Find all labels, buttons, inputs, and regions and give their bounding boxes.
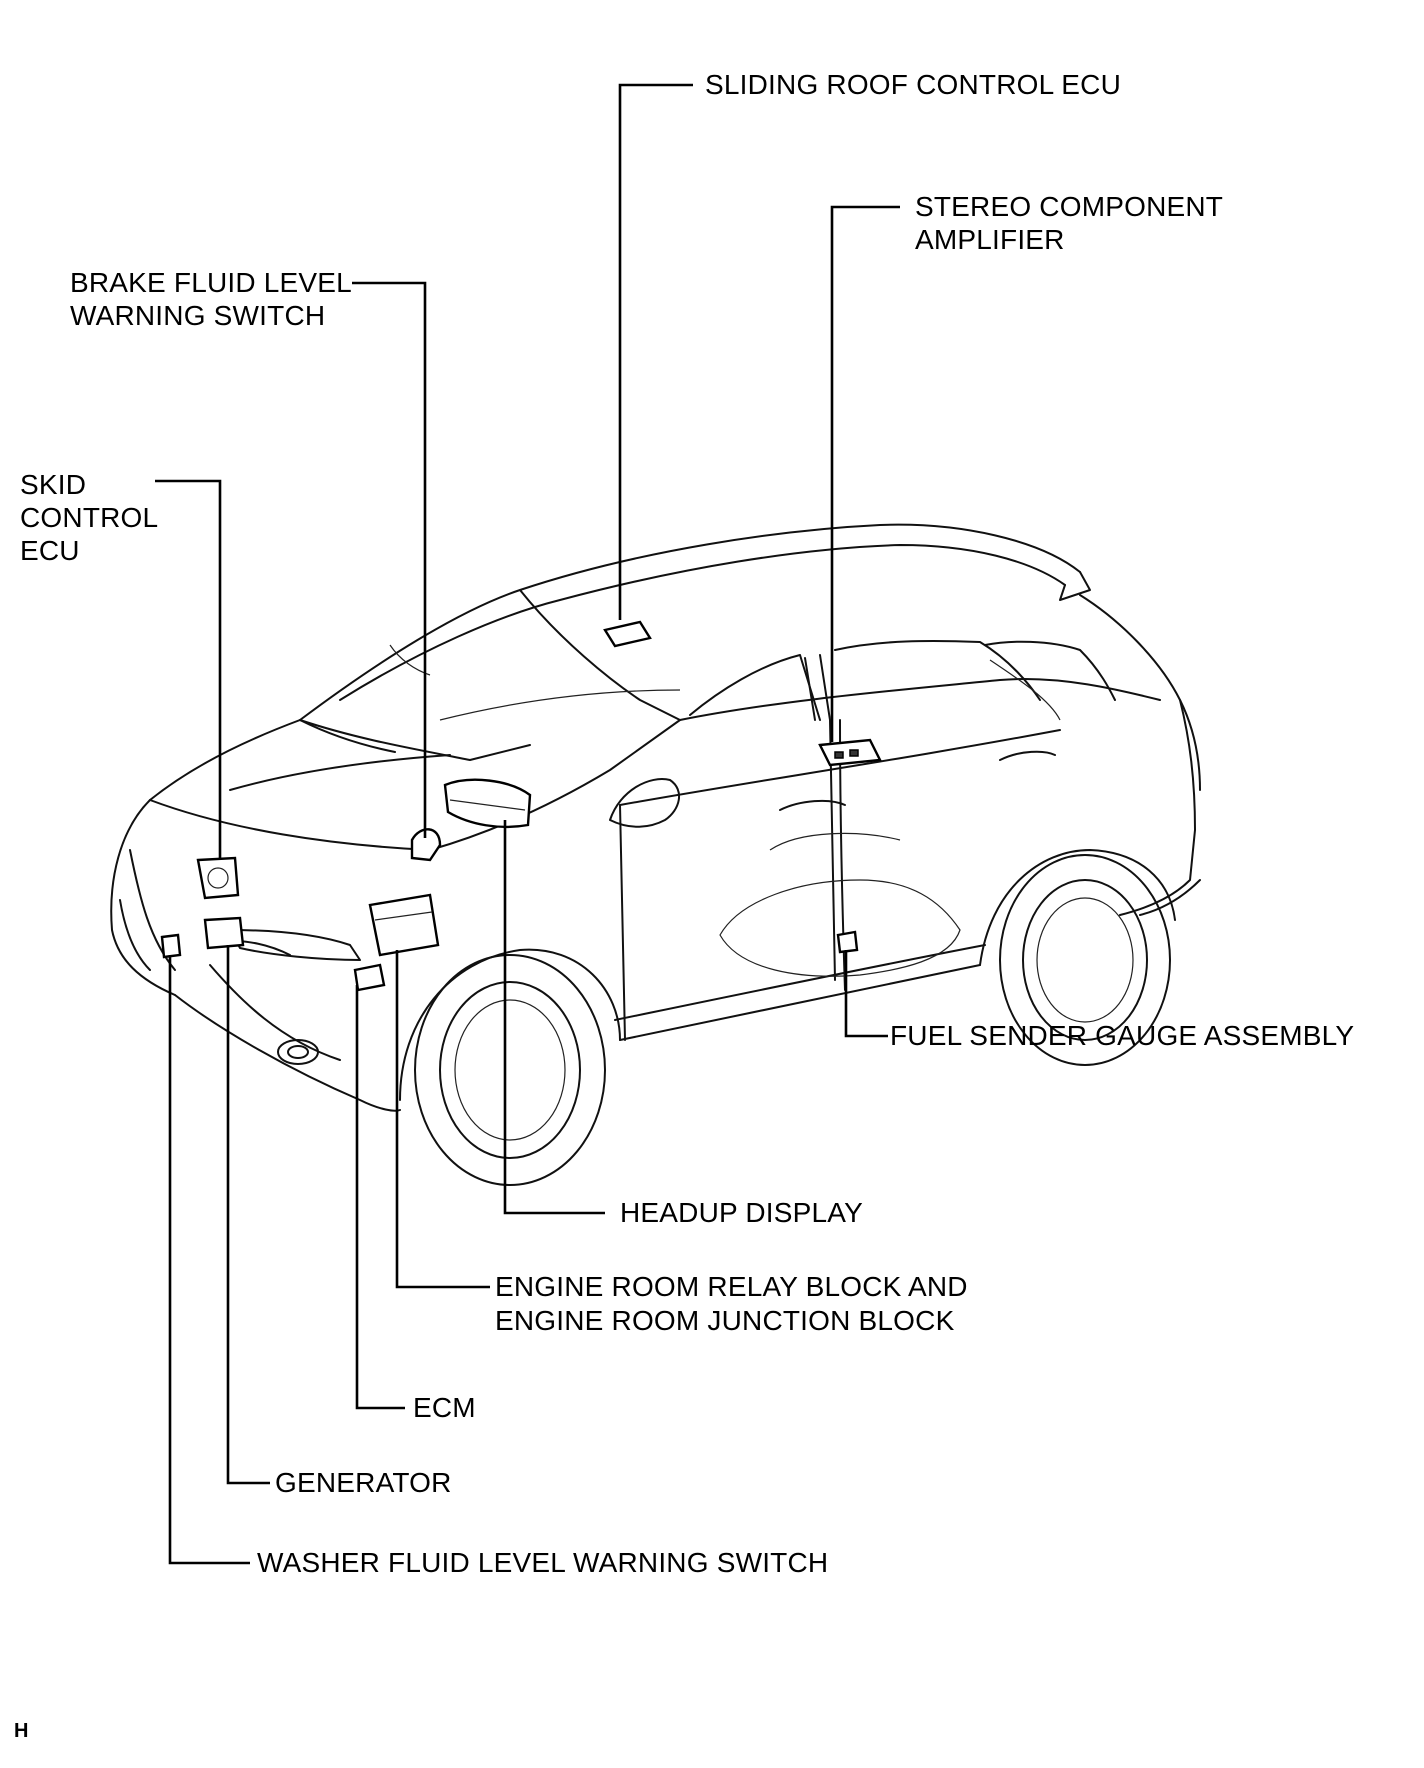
label-engine-room-line2: ENGINE ROOM JUNCTION BLOCK bbox=[495, 1305, 955, 1336]
component-skid-control-ecu bbox=[196, 856, 240, 900]
label-stereo-component-line2: AMPLIFIER bbox=[915, 224, 1065, 255]
car-body bbox=[110, 523, 1201, 1186]
label-skid-line3: ECU bbox=[20, 535, 80, 566]
label-engine-room-line1: ENGINE ROOM RELAY BLOCK AND bbox=[495, 1271, 968, 1302]
leader-skid-control bbox=[155, 479, 222, 860]
leader-headup bbox=[503, 820, 605, 1215]
leader-lines bbox=[155, 83, 900, 1565]
label-fuel-sender-gauge: FUEL SENDER GAUGE ASSEMBLY bbox=[890, 1020, 1355, 1051]
component-engine-room-block bbox=[368, 893, 440, 957]
label-stereo-component-line1: STEREO COMPONENT bbox=[915, 191, 1224, 222]
leader-sliding-roof bbox=[618, 83, 693, 620]
component-headup-display bbox=[443, 778, 532, 829]
leader-engine-room bbox=[395, 950, 490, 1289]
component-stereo-amplifier bbox=[818, 738, 882, 767]
component-fuel-sender bbox=[836, 930, 859, 954]
component-ecm bbox=[353, 963, 386, 992]
component-brake-fluid-switch bbox=[410, 828, 442, 862]
label-skid-line2: CONTROL bbox=[20, 502, 159, 533]
label-generator: GENERATOR bbox=[275, 1467, 452, 1498]
label-brake-fluid-line2: WARNING SWITCH bbox=[70, 300, 326, 331]
leader-washer bbox=[168, 955, 250, 1565]
corner-code: H bbox=[14, 1720, 29, 1742]
leader-generator bbox=[226, 945, 270, 1485]
label-brake-fluid-line1: BRAKE FLUID LEVEL bbox=[70, 267, 352, 298]
label-skid-line1: SKID bbox=[20, 469, 87, 500]
component-sliding-roof-ecu bbox=[603, 620, 652, 648]
leader-stereo-amplifier bbox=[830, 205, 900, 742]
leader-ecm bbox=[355, 985, 405, 1410]
label-sliding-roof-control-ecu: SLIDING ROOF CONTROL ECU bbox=[705, 69, 1122, 100]
component-generator bbox=[203, 916, 245, 950]
label-headup-display: HEADUP DISPLAY bbox=[620, 1197, 863, 1228]
label-washer-fluid-switch: WASHER FLUID LEVEL WARNING SWITCH bbox=[257, 1547, 829, 1578]
label-ecm: ECM bbox=[413, 1392, 476, 1423]
leader-fuel-sender bbox=[844, 950, 888, 1038]
component-washer-fluid-switch bbox=[160, 933, 182, 959]
leader-brake-fluid bbox=[352, 281, 427, 838]
